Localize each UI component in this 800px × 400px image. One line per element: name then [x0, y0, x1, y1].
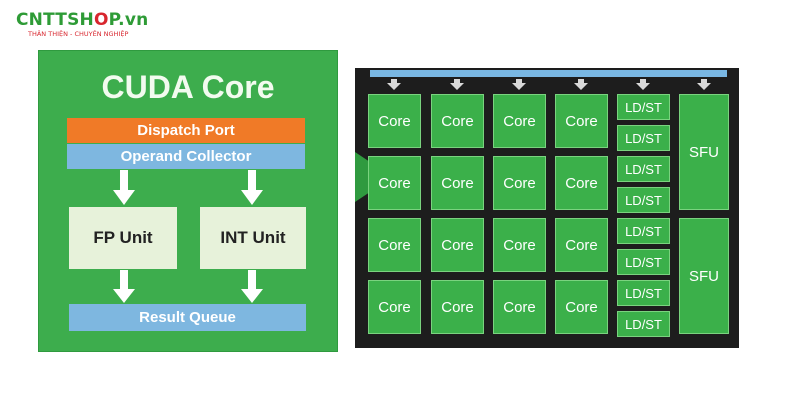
- input-arrow: [574, 79, 588, 90]
- ldst-cell: LD/ST: [617, 218, 670, 244]
- core-cell: Core: [555, 156, 608, 210]
- core-cell: Core: [555, 280, 608, 334]
- ldst-cell: LD/ST: [617, 280, 670, 306]
- ldst-cell: LD/ST: [617, 249, 670, 275]
- ldst-cell: LD/ST: [617, 125, 670, 151]
- core-cell: Core: [368, 218, 421, 272]
- input-arrow: [512, 79, 526, 90]
- cuda-core-title: CUDA Core: [101, 69, 275, 105]
- core-cell: Core: [493, 94, 546, 148]
- cuda-flow-arrows: [113, 170, 263, 303]
- input-arrow: [387, 79, 401, 90]
- sm-side-connector: [355, 152, 370, 202]
- sfu-cell: SFU: [679, 218, 729, 334]
- core-cell: Core: [493, 218, 546, 272]
- operand-collector: Operand Collector: [67, 144, 305, 169]
- logo-text-2: O: [93, 10, 109, 30]
- int-unit: INT Unit: [200, 207, 306, 269]
- site-logo: CNTTSHOP.vn THÂN THIỆN - CHUYÊN NGHIỆP: [16, 10, 148, 39]
- sfu-cell: SFU: [679, 94, 729, 210]
- dispatch-port: Dispatch Port: [67, 118, 305, 143]
- input-arrow: [697, 79, 711, 90]
- input-arrow: [636, 79, 650, 90]
- core-cell: Core: [555, 94, 608, 148]
- ldst-cell: LD/ST: [617, 311, 670, 337]
- core-cell: Core: [368, 94, 421, 148]
- core-cell: Core: [431, 156, 484, 210]
- core-cell: Core: [493, 280, 546, 334]
- core-cell: Core: [431, 218, 484, 272]
- logo-tagline: THÂN THIỆN - CHUYÊN NGHIỆP: [28, 30, 129, 38]
- sm-top-bus: [370, 70, 727, 77]
- arrow-fp-to-result: [113, 270, 135, 303]
- sm-input-arrows: [387, 79, 711, 90]
- result-queue: Result Queue: [69, 304, 306, 331]
- core-cell: Core: [493, 156, 546, 210]
- arrow-int-to-result: [241, 270, 263, 303]
- arrow-operand-to-int: [241, 170, 263, 205]
- input-arrow: [450, 79, 464, 90]
- fp-unit-label: FP Unit: [93, 228, 153, 247]
- cuda-core-panel: CUDA Core Dispatch Port Operand Collecto…: [38, 50, 338, 352]
- ldst-cell: LD/ST: [617, 156, 670, 182]
- fp-unit: FP Unit: [69, 207, 177, 269]
- core-cell: Core: [431, 280, 484, 334]
- core-cell: Core: [368, 156, 421, 210]
- ldst-cell: LD/ST: [617, 187, 670, 213]
- core-cell: Core: [368, 280, 421, 334]
- ldst-cell: LD/ST: [617, 94, 670, 120]
- core-cell: Core: [555, 218, 608, 272]
- core-cell: Core: [431, 94, 484, 148]
- int-unit-label: INT Unit: [220, 228, 286, 247]
- logo-text-3: P.vn: [108, 10, 149, 30]
- logo-text-1: CNTTSH: [16, 10, 94, 30]
- logo-wordmark: CNTTSHOP.vn: [16, 10, 148, 30]
- arrow-operand-to-fp: [113, 170, 135, 205]
